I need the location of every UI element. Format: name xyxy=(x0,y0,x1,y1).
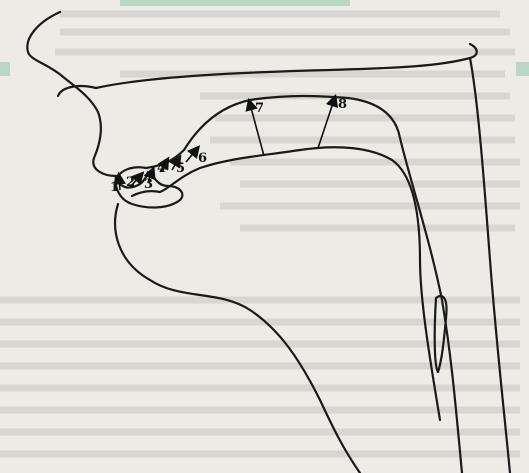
label-6: 6 xyxy=(198,151,207,166)
label-3: 3 xyxy=(144,177,153,192)
label-7: 7 xyxy=(255,101,264,116)
label-5: 5 xyxy=(176,161,185,176)
label-2: 2 xyxy=(126,175,135,190)
label-8: 8 xyxy=(338,97,347,112)
label-1: 1 xyxy=(110,180,119,195)
arrow-1 xyxy=(119,178,120,190)
label-4: 4 xyxy=(157,161,166,176)
